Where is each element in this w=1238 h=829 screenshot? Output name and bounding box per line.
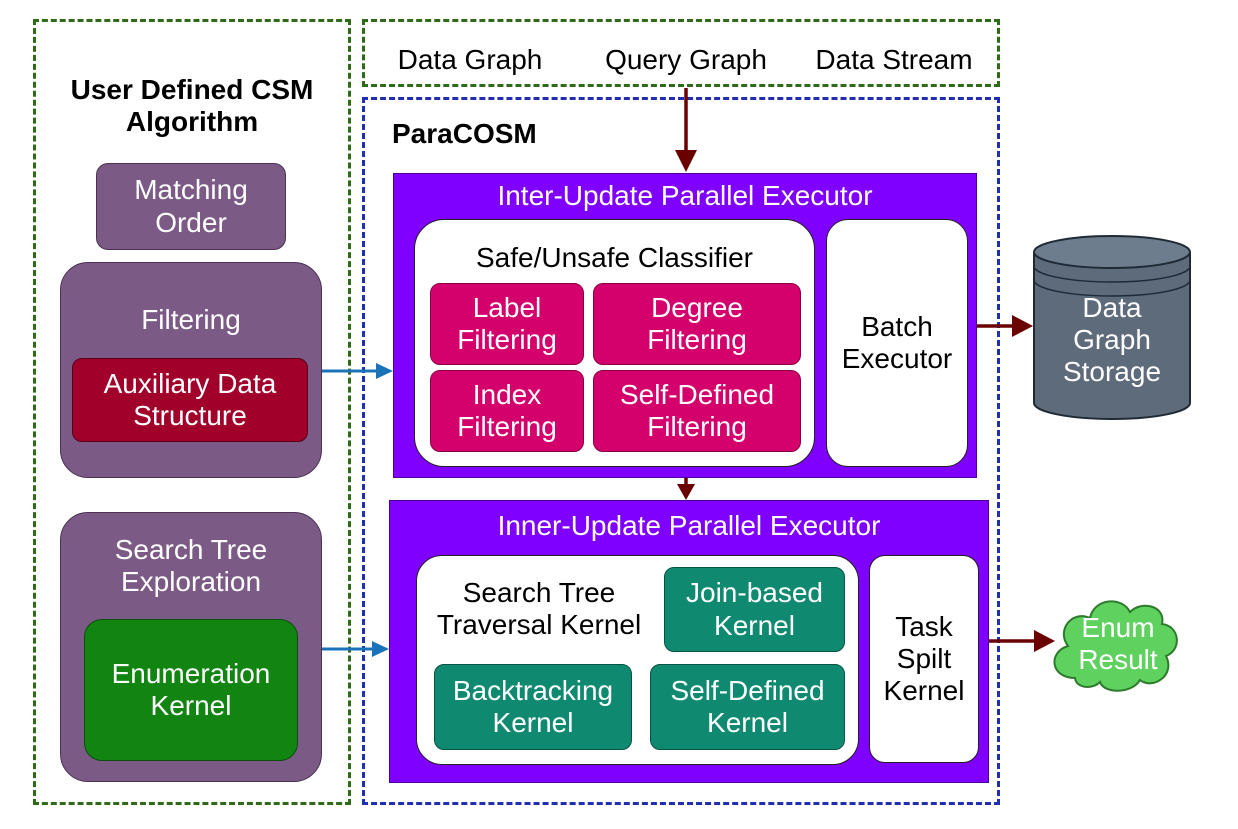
enum-kernel-line2: Kernel	[150, 690, 232, 721]
backtracking-line2: Kernel	[492, 707, 574, 738]
query-graph-label: Query Graph	[605, 44, 767, 75]
aux-data-line2: Structure	[133, 400, 247, 431]
filtering-label: Filtering	[141, 304, 241, 335]
search-tree-line1: Search Tree	[114, 533, 268, 565]
index-filtering-box: Index Filtering	[430, 370, 584, 452]
self-defined-kernel-line1: Self-Defined	[670, 674, 825, 706]
batch-to-storage-arrow	[977, 315, 1033, 337]
left-title-line1: User Defined CSM	[70, 73, 314, 105]
search-tree-to-inner-arrow	[322, 641, 389, 657]
join-kernel-box: Join-based Kernel	[664, 567, 845, 652]
backtracking-line1: Backtracking	[452, 674, 614, 706]
inter-to-inner-arrow	[677, 478, 695, 500]
join-kernel-line2: Kernel	[714, 609, 795, 641]
data-stream-label: Data Stream	[815, 44, 973, 75]
search-tree-line2: Exploration	[120, 566, 262, 597]
left-title-line2: Algorithm	[125, 106, 259, 137]
batch-executor-line2: Executor	[841, 343, 953, 374]
inter-update-title: Inter-Update Parallel Executor	[497, 180, 873, 211]
enum-result-line2: Result	[1078, 644, 1158, 675]
paracosm-title: ParaCOSM	[392, 118, 537, 149]
batch-executor-line1: Batch	[861, 310, 933, 342]
degree-filtering-box: Degree Filtering	[593, 283, 801, 365]
label-filtering-box: Label Filtering	[430, 283, 584, 365]
traversal-line1: Search Tree	[462, 576, 616, 608]
enum-kernel-line1: Enumeration	[111, 657, 271, 689]
search-tree-label: Search Tree Exploration	[60, 526, 322, 606]
self-defined-filtering-line1: Self-Defined	[619, 378, 775, 410]
label-filtering-line1: Label	[472, 291, 542, 323]
self-defined-filtering-box: Self-Defined Filtering	[593, 370, 801, 452]
backtracking-kernel-box: Backtracking Kernel	[434, 664, 632, 750]
left-panel-title: User Defined CSM Algorithm	[35, 66, 349, 146]
enum-result-line1: Enum	[1081, 611, 1155, 643]
join-kernel-line1: Join-based	[686, 577, 823, 609]
data-graph-label: Data Graph	[397, 44, 543, 75]
label-filtering-line2: Filtering	[457, 324, 557, 355]
index-filtering-line1: Index	[472, 378, 542, 410]
task-split-line3: Kernel	[883, 675, 965, 707]
storage-line2: Graph	[1073, 323, 1151, 355]
matching-order-line1: Matching	[134, 174, 248, 206]
query-arrow	[675, 88, 697, 172]
database-icon	[1033, 235, 1191, 420]
inner-update-title: Inner-Update Parallel Executor	[497, 510, 881, 541]
classifier-label: Safe/Unsafe Classifier	[475, 242, 753, 273]
enum-result-label: Enum Result	[1058, 604, 1178, 684]
enumeration-kernel-box: Enumeration Kernel	[84, 619, 298, 761]
task-to-result-arrow	[989, 630, 1055, 652]
aux-data-line1: Auxiliary Data	[103, 367, 277, 399]
traversal-line2: Traversal Kernel	[436, 609, 642, 640]
batch-executor-box: Batch Executor	[826, 219, 968, 467]
matching-order-box: Matching Order	[96, 163, 286, 250]
self-defined-kernel-line2: Kernel	[707, 707, 788, 738]
self-defined-kernel-box: Self-Defined Kernel	[650, 664, 845, 750]
storage-line3: Storage	[1062, 356, 1162, 388]
data-graph-storage-label: Data Graph Storage	[1034, 280, 1190, 400]
paracosm-region	[362, 97, 1000, 805]
traversal-kernel-label: Search Tree Traversal Kernel	[416, 568, 662, 650]
aux-data-structure-box: Auxiliary Data Structure	[72, 358, 308, 442]
filtering-to-inter-arrow	[322, 363, 393, 379]
inputs-region	[362, 19, 1000, 87]
matching-order-line2: Order	[155, 206, 227, 238]
cloud-icon	[1053, 600, 1178, 692]
task-split-line2: Spilt	[896, 642, 952, 674]
task-split-line1: Task	[895, 610, 953, 642]
user-defined-region	[33, 19, 351, 805]
degree-filtering-line1: Degree	[651, 291, 743, 323]
self-defined-filtering-line2: Filtering	[647, 411, 747, 442]
index-filtering-line2: Filtering	[457, 411, 557, 442]
storage-line1: Data	[1082, 291, 1142, 323]
degree-filtering-line2: Filtering	[647, 324, 747, 355]
task-split-kernel-box: Task Spilt Kernel	[869, 555, 979, 763]
